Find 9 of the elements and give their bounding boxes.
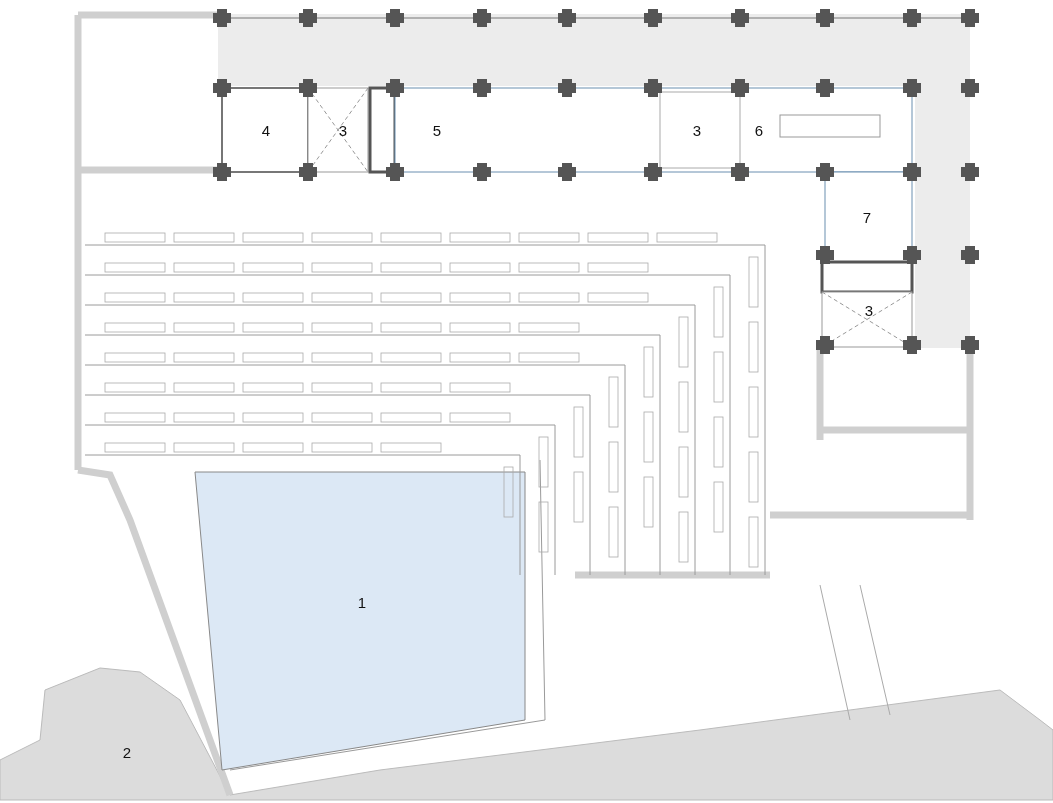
room-number: 3: [864, 302, 874, 318]
room-number: 4: [261, 122, 271, 138]
room-number: 3: [338, 122, 348, 138]
room-number: 3: [692, 122, 702, 138]
room-number: 5: [432, 122, 442, 138]
room-number: 2: [122, 744, 132, 760]
room-number: 1: [357, 594, 367, 610]
room-number: 7: [862, 209, 872, 225]
room-number: 6: [754, 122, 764, 138]
